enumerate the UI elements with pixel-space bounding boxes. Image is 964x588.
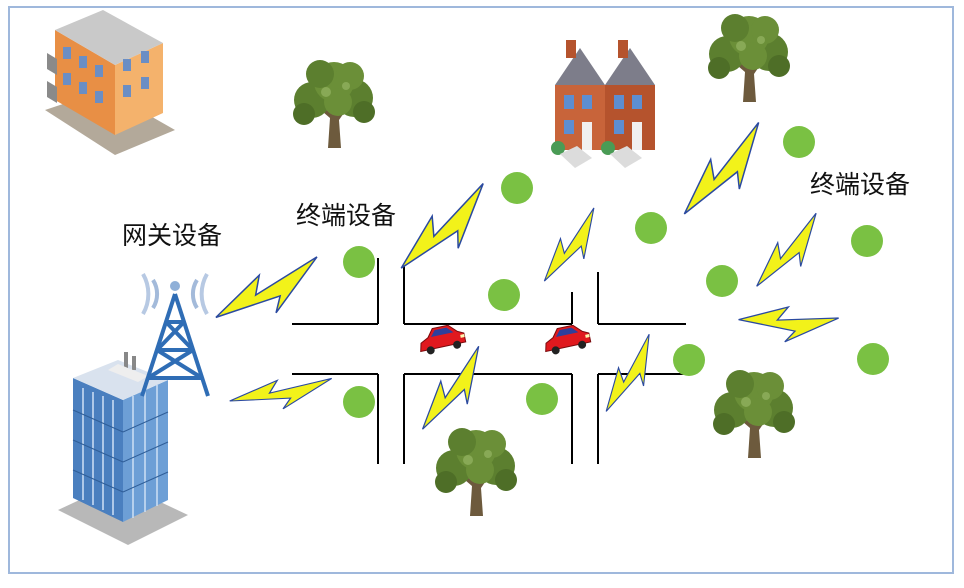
lightning-signal-icon (739, 212, 836, 292)
terminal-node-icon (343, 246, 375, 278)
terminal-node-icon (857, 343, 889, 375)
tree-icon (293, 60, 375, 148)
apartment-building-icon (45, 10, 175, 155)
car-icon (416, 321, 468, 357)
terminal-node-icon (343, 386, 375, 418)
lightning-signal-icon (228, 371, 333, 413)
radio-tower-icon (140, 273, 210, 397)
terminal-node-icon (851, 225, 883, 257)
tree-icon (435, 428, 517, 516)
lightning-signal-icon (736, 285, 840, 358)
terminal-node-icon (526, 383, 558, 415)
diagram-frame (8, 6, 954, 574)
houses-icon (551, 40, 655, 168)
terminal-node-icon (501, 172, 533, 204)
lightning-signal-icon (207, 256, 327, 325)
terminal-label-right: 终端设备 (810, 170, 911, 199)
lightning-signal-icon (401, 345, 503, 434)
tree-icon (713, 370, 795, 458)
gateway-label: 网关设备 (122, 221, 223, 250)
tree-icon (708, 14, 790, 102)
terminal-node-icon (706, 265, 738, 297)
car-icon (541, 321, 593, 357)
lightning-signal-icon (382, 182, 505, 275)
lightning-signal-icon (525, 207, 616, 286)
terminal-node-icon (673, 344, 705, 376)
terminal-node-icon (635, 212, 667, 244)
terminal-node-icon (488, 279, 520, 311)
lightning-signal-icon (662, 121, 784, 220)
terminal-node-icon (783, 126, 815, 158)
terminal-label-left: 终端设备 (296, 201, 397, 230)
terminal-node-group (343, 126, 889, 418)
office-building-icon (58, 352, 188, 545)
